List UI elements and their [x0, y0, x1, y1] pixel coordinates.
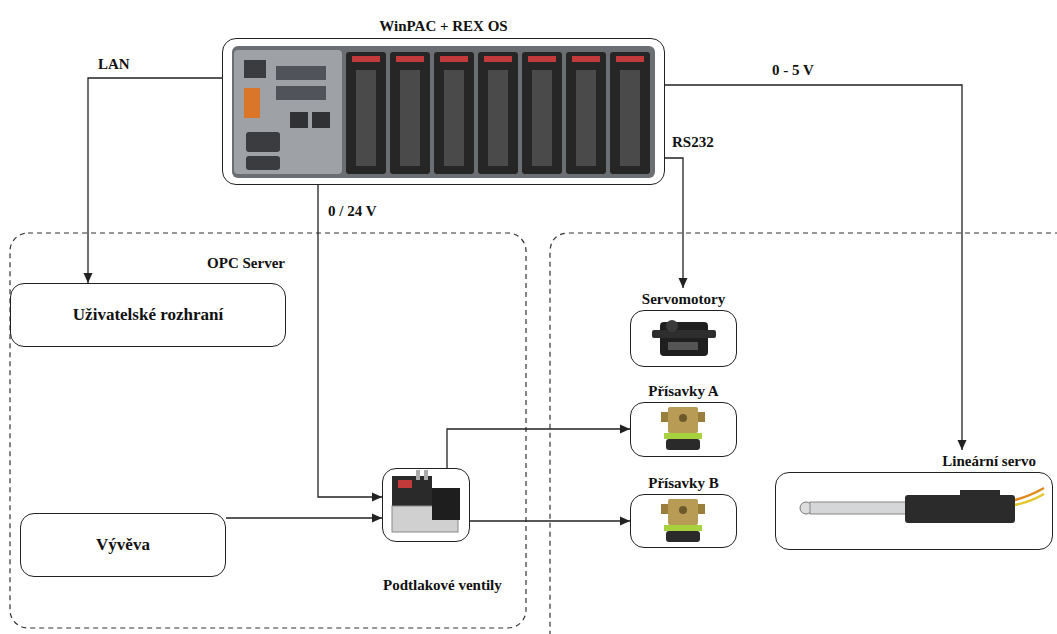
node-heading: Přísavky B	[648, 475, 718, 492]
arrow-head	[620, 517, 630, 526]
connector	[226, 514, 382, 523]
connector-line	[226, 517, 382, 518]
connector	[470, 517, 630, 526]
arrow-head	[372, 514, 382, 523]
node-text: Vývěva	[88, 535, 158, 555]
node-box: Přísavky B	[630, 494, 737, 548]
node-text: Uživatelské rozhraní	[65, 305, 231, 325]
node-box: Přísavky A	[630, 402, 737, 457]
connector-line	[318, 185, 382, 497]
node-box: Servomotory	[630, 310, 737, 367]
dashed-region	[550, 233, 1057, 634]
node-box: WinPAC + REX OS	[222, 38, 665, 185]
connector	[447, 425, 630, 469]
arrow-head	[84, 273, 93, 283]
node-heading: OPC Server	[207, 255, 285, 272]
connector-line	[88, 78, 222, 283]
valve-picture	[392, 470, 460, 532]
node-box: Vývěva	[20, 513, 226, 577]
arrow-head	[372, 493, 382, 502]
node-box: OPC ServerUživatelské rozhraní	[10, 283, 286, 347]
servo-picture	[652, 320, 716, 356]
dashed-region	[10, 233, 526, 628]
node-heading: Servomotory	[642, 291, 725, 308]
arrow-head	[679, 278, 688, 288]
plc-rack-picture	[232, 46, 655, 178]
linear-actuator-picture	[800, 488, 1044, 523]
connector-line	[470, 520, 630, 521]
node-heading: Lineární servo	[942, 453, 1036, 470]
signal-label: LAN	[96, 56, 132, 73]
node-box: Podtlakové ventily	[382, 468, 470, 542]
signal-label: 0 / 24 V	[326, 203, 378, 220]
connector	[665, 158, 688, 288]
arrow-head	[958, 440, 967, 450]
connector	[318, 185, 382, 502]
arrow-head	[620, 425, 630, 434]
suction-cup-picture	[661, 407, 705, 450]
node-heading: WinPAC + REX OS	[379, 18, 507, 35]
signal-label: 0 - 5 V	[770, 62, 816, 79]
node-heading: Podtlakové ventily	[383, 577, 502, 594]
node-box: Lineární servo	[775, 472, 1053, 550]
connector-line	[447, 429, 630, 468]
connector	[84, 78, 223, 283]
connector-line	[665, 158, 683, 288]
signal-label: RS232	[670, 134, 716, 151]
node-heading: Přísavky A	[648, 383, 718, 400]
suction-cup-picture	[661, 499, 705, 542]
